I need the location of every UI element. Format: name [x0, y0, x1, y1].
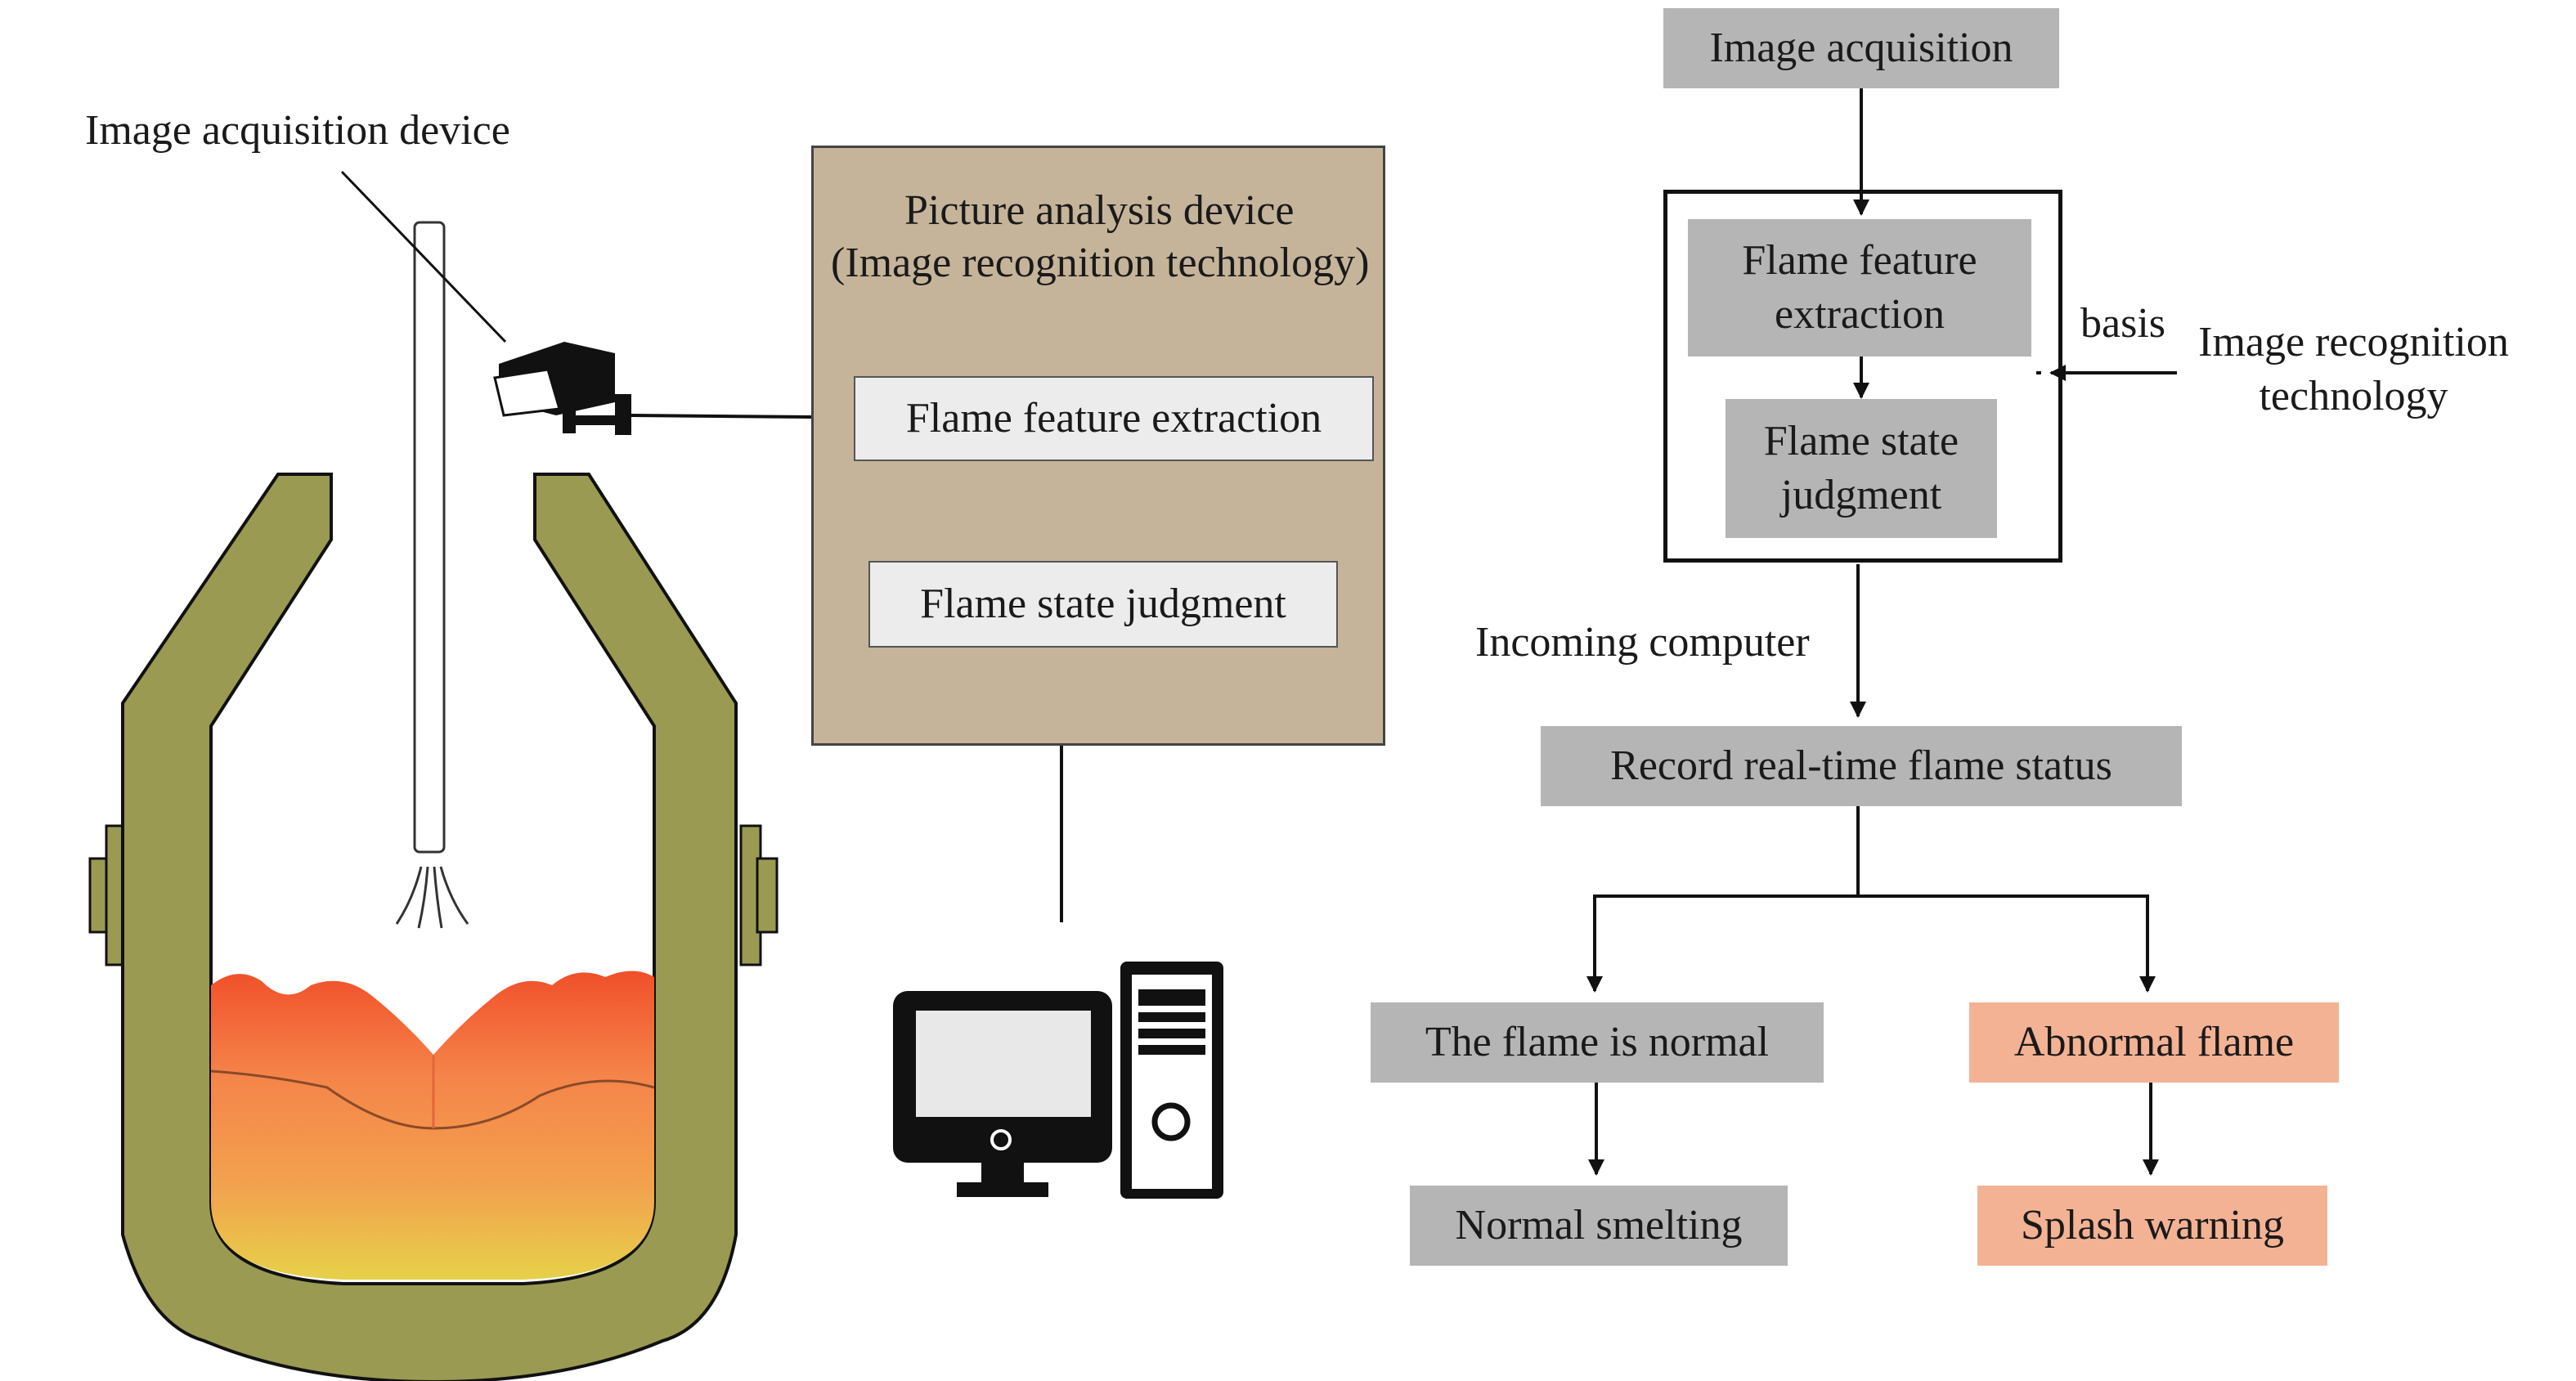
- flame-normal-box: The flame is normal: [1371, 1002, 1824, 1083]
- analysis-title-line-2: (Image recognition technology): [831, 240, 1370, 286]
- incoming-computer-label: Incoming computer: [1475, 619, 1810, 666]
- image-acquisition-box: Image acquisition: [1663, 8, 2059, 88]
- analysis-feature-extraction-box: Flame feature extraction: [854, 376, 1374, 461]
- record-status-box: Record real-time flame status: [1541, 726, 2182, 806]
- normal-smelting-box: Normal smelting: [1410, 1186, 1788, 1266]
- flow-connectors: [1586, 88, 2177, 1176]
- ladle-icon: [88, 473, 779, 1381]
- lance-icon: [395, 221, 469, 929]
- camera-label: Image acquisition device: [85, 107, 510, 154]
- flow-feature-extraction-box: Flame feature extraction: [1688, 219, 2031, 356]
- basis-label: basis: [2080, 300, 2165, 347]
- camera-icon: [340, 170, 812, 435]
- splash-warning-box: Splash warning: [1977, 1186, 2327, 1266]
- abnormal-flame-box: Abnormal flame: [1969, 1002, 2339, 1083]
- analysis-title-line-1: Picture analysis device: [904, 187, 1295, 234]
- recognition-frame: [1663, 190, 2062, 563]
- analysis-state-judgment-box: Flame state judgment: [868, 561, 1338, 648]
- recognition-tech-label: Image recognition technology: [2198, 319, 2509, 419]
- flow-state-judgment-box: Flame state judgment: [1726, 399, 1997, 538]
- computer-icon: [893, 962, 1223, 1199]
